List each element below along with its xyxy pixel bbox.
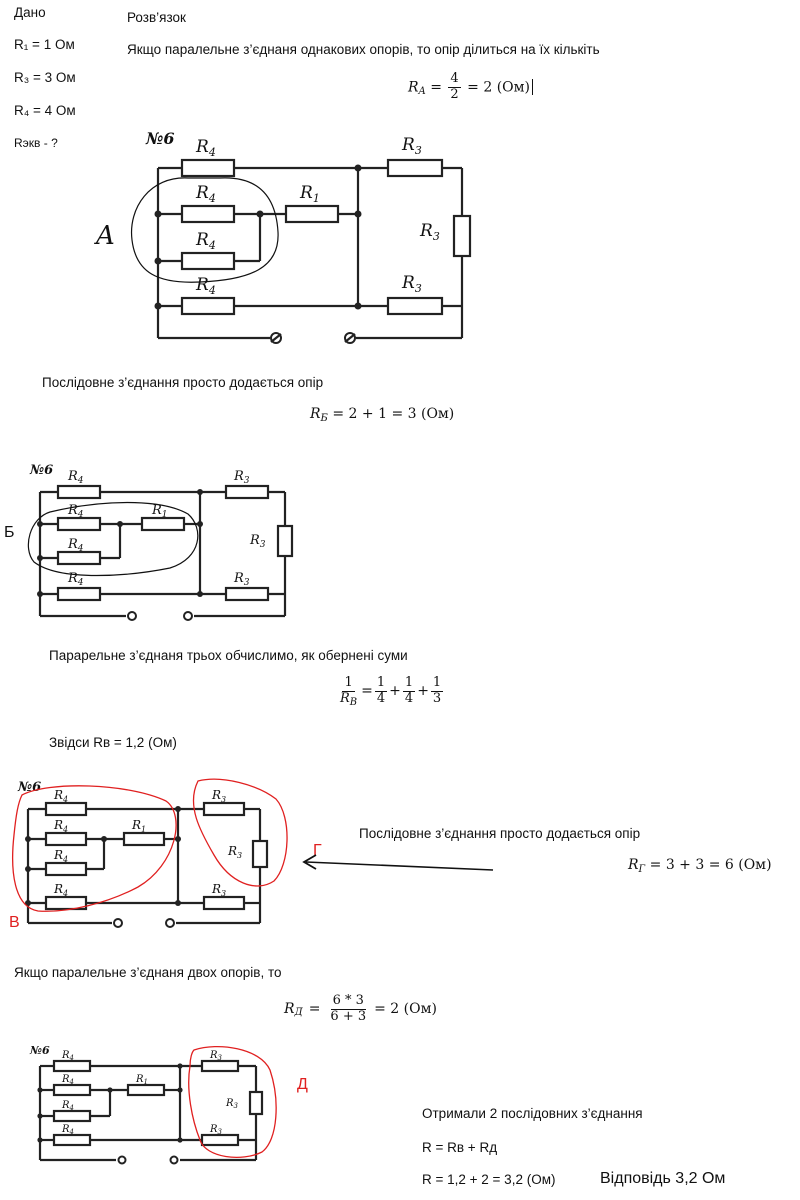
- label-d: Д: [297, 1076, 308, 1093]
- given-r3: R₃ = 3 Ом: [14, 70, 76, 85]
- given-find: Rэкв - ?: [14, 136, 58, 150]
- svg-text:R1: R1: [299, 183, 320, 205]
- svg-text:R4: R4: [53, 818, 68, 834]
- step-g-text: Послідовне з’єднання просто додається оп…: [359, 826, 641, 841]
- svg-text:R4: R4: [195, 137, 216, 159]
- circuit-diagram-v: №6 R4 R4 R4 R4 R1 R3 R3 R3: [12, 778, 288, 928]
- result-3: R = 1,2 + 2 = 3,2 (Ом): [422, 1172, 556, 1187]
- svg-text:R4: R4: [67, 503, 84, 520]
- given-r1: R₁ = 1 Ом: [14, 37, 75, 52]
- svg-text:R3: R3: [209, 1050, 223, 1062]
- step-v-result: Звідси Rв = 1,2 (Ом): [49, 735, 177, 750]
- label-g: Г: [313, 842, 322, 859]
- step-a-text: Якщо паралельне з’єднаня однакових опорі…: [127, 42, 600, 57]
- svg-text:R3: R3: [211, 788, 226, 804]
- svg-text:№6: №6: [17, 780, 41, 795]
- svg-text:R3: R3: [233, 571, 250, 588]
- circuit-diagram-a: №6 R4 R4 R4 R4 R1 R3 R3 R3: [130, 129, 472, 344]
- svg-text:R3: R3: [401, 273, 422, 295]
- svg-text:R4: R4: [195, 183, 216, 205]
- result-2: R = Rв + Rд: [422, 1140, 498, 1155]
- svg-text:R4: R4: [61, 1050, 74, 1062]
- step-b-text: Послідовне з’єднання просто додається оп…: [42, 375, 324, 390]
- step-d-text: Якщо паралельне з’єднаня двох опорів, то: [14, 965, 282, 980]
- svg-text:R4: R4: [53, 882, 68, 898]
- svg-text:R4: R4: [67, 537, 84, 554]
- svg-text:R4: R4: [61, 1074, 74, 1086]
- step-v-text: Парарельне з’єднаня трьох обчислимо, як …: [49, 648, 408, 663]
- svg-text:№6: №6: [29, 463, 53, 478]
- circuit-number: №6: [145, 129, 175, 148]
- svg-text:R1: R1: [151, 503, 168, 520]
- given-title: Дано: [14, 5, 46, 20]
- solution-title: Розв’язок: [127, 10, 186, 25]
- answer: Відповідь 3,2 Ом: [600, 1170, 726, 1187]
- svg-text:R3: R3: [419, 221, 440, 243]
- formula-b: RБ = 2 + 1 = 3 (Ом): [310, 406, 455, 424]
- given-r4: R₄ = 4 Ом: [14, 103, 76, 118]
- svg-text:R4: R4: [67, 469, 84, 486]
- formula-g: RГ = 3 + 3 = 6 (Ом): [628, 857, 772, 875]
- svg-text:R3: R3: [401, 135, 422, 157]
- label-a: A: [96, 221, 115, 251]
- svg-text:R3: R3: [225, 1098, 239, 1110]
- svg-text:R4: R4: [61, 1124, 74, 1136]
- label-b: Б: [4, 524, 15, 541]
- svg-text:R4: R4: [53, 848, 68, 864]
- circuit-diagram-b: №6 R4 R4 R4 R4 R1 R3 R3 R3: [27, 463, 294, 621]
- svg-text:R4: R4: [53, 788, 68, 804]
- svg-text:R1: R1: [131, 818, 146, 834]
- label-v: В: [9, 914, 20, 931]
- svg-text:R4: R4: [61, 1100, 74, 1112]
- svg-text:R4: R4: [195, 230, 216, 252]
- result-1: Отримали 2 послідовних з’єднання: [422, 1106, 643, 1121]
- svg-text:R3: R3: [211, 882, 226, 898]
- svg-text:№6: №6: [29, 1044, 50, 1057]
- circuit-diagram-d: №6 R4 R4 R4 R4 R1 R3 R3 R3: [29, 1044, 277, 1165]
- svg-text:R3: R3: [249, 533, 266, 550]
- svg-text:R3: R3: [227, 844, 242, 860]
- arrow-icon: [302, 854, 494, 871]
- svg-text:R1: R1: [135, 1074, 148, 1086]
- svg-text:R3: R3: [233, 469, 250, 486]
- svg-text:R3: R3: [209, 1124, 223, 1136]
- svg-text:R4: R4: [67, 571, 84, 588]
- svg-text:R4: R4: [195, 275, 216, 297]
